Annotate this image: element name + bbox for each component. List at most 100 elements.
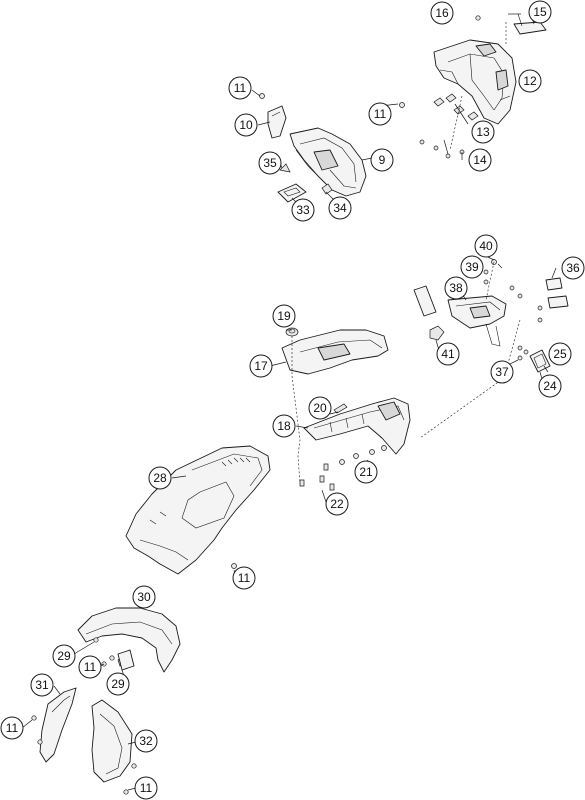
callout-11-d: 11 xyxy=(78,655,102,679)
callout-25: 25 xyxy=(548,342,572,366)
callout-39: 39 xyxy=(460,255,484,279)
grommets-13 xyxy=(433,93,479,121)
callout-34: 34 xyxy=(328,196,352,220)
callout-16: 16 xyxy=(430,1,454,25)
frame-part-9 xyxy=(289,127,367,197)
bracket-29b xyxy=(117,649,135,671)
svg-text:21: 21 xyxy=(359,465,373,479)
svg-text:37: 37 xyxy=(495,365,509,379)
svg-text:11: 11 xyxy=(238,571,251,585)
svg-text:22: 22 xyxy=(330,497,344,511)
svg-text:29: 29 xyxy=(111,677,125,691)
svg-text:11: 11 xyxy=(140,781,153,795)
callout-33: 33 xyxy=(291,198,315,222)
callout-18: 18 xyxy=(272,414,296,438)
rear-cowl-28 xyxy=(125,445,271,575)
mud-flap-32 xyxy=(91,699,133,783)
bushings-22 xyxy=(299,463,335,491)
svg-text:12: 12 xyxy=(523,74,537,88)
callout-13: 13 xyxy=(471,120,495,144)
bolts-11-panel xyxy=(31,715,43,745)
callout-36: 36 xyxy=(561,256,585,280)
svg-text:10: 10 xyxy=(239,118,253,132)
svg-text:38: 38 xyxy=(449,281,463,295)
svg-text:20: 20 xyxy=(313,401,327,415)
callout-11-c: 11 xyxy=(232,566,256,590)
reflector-plate-38b xyxy=(413,285,437,317)
callout-14: 14 xyxy=(468,148,492,172)
svg-text:35: 35 xyxy=(263,156,277,170)
bolt-16 xyxy=(475,15,481,21)
svg-text:13: 13 xyxy=(476,125,490,139)
callout-20: 20 xyxy=(308,396,332,420)
callout-30: 30 xyxy=(132,585,156,609)
bracket-15 xyxy=(513,11,547,35)
svg-text:19: 19 xyxy=(277,309,291,323)
svg-text:11: 11 xyxy=(234,81,247,95)
tail-bracket-18 xyxy=(303,397,411,455)
callout-10: 10 xyxy=(234,113,258,137)
rubber-buffer-19 xyxy=(285,327,299,337)
svg-text:40: 40 xyxy=(479,239,493,253)
svg-text:24: 24 xyxy=(543,379,557,393)
callout-31: 31 xyxy=(30,673,54,697)
plate-33 xyxy=(277,183,307,203)
callout-11-f: 11 xyxy=(134,776,158,800)
fender-30 xyxy=(77,607,181,673)
nuts-14 xyxy=(419,139,465,159)
callout-38: 38 xyxy=(444,276,468,300)
svg-text:33: 33 xyxy=(296,203,310,217)
bolt-11-left xyxy=(259,93,265,99)
bracket-10 xyxy=(267,105,287,139)
svg-text:28: 28 xyxy=(153,471,167,485)
svg-text:36: 36 xyxy=(566,261,580,275)
bolt-11-cowl xyxy=(231,563,237,569)
leader-lines xyxy=(21,103,557,791)
svg-text:9: 9 xyxy=(379,153,386,167)
callout-40: 40 xyxy=(474,234,498,258)
callout-17: 17 xyxy=(249,354,273,378)
callout-19: 19 xyxy=(272,304,296,328)
svg-text:18: 18 xyxy=(277,419,291,433)
callout-9: 9 xyxy=(370,148,394,172)
callout-35: 35 xyxy=(258,151,282,175)
svg-text:30: 30 xyxy=(137,590,151,604)
license-bracket-38 xyxy=(447,295,507,347)
callout-11-e: 11 xyxy=(0,716,24,740)
pads-36 xyxy=(545,277,569,309)
svg-text:25: 25 xyxy=(553,347,567,361)
callout-24: 24 xyxy=(538,374,562,398)
svg-text:39: 39 xyxy=(465,260,479,274)
callout-37: 37 xyxy=(490,360,514,384)
bolts-39 xyxy=(483,269,543,323)
svg-text:31: 31 xyxy=(35,678,49,692)
callout-11-b: 11 xyxy=(368,102,392,126)
callout-21: 21 xyxy=(354,460,378,484)
svg-text:11: 11 xyxy=(374,107,387,121)
callout-11-a: 11 xyxy=(228,76,252,100)
svg-text:15: 15 xyxy=(533,5,547,19)
seat-support-17 xyxy=(281,329,389,375)
callout-15: 15 xyxy=(528,0,552,24)
svg-text:14: 14 xyxy=(473,153,487,167)
clip-34 xyxy=(321,183,333,195)
svg-text:41: 41 xyxy=(441,347,455,361)
svg-text:29: 29 xyxy=(57,649,71,663)
bolt-11-upper xyxy=(399,102,405,108)
callout-32: 32 xyxy=(134,729,158,753)
clip-35 xyxy=(279,163,291,173)
svg-text:16: 16 xyxy=(435,6,449,20)
callout-22: 22 xyxy=(325,492,349,516)
callout-28: 28 xyxy=(148,466,172,490)
callout-41: 41 xyxy=(436,342,460,366)
svg-text:34: 34 xyxy=(333,201,347,215)
svg-text:17: 17 xyxy=(254,359,268,373)
callout-12: 12 xyxy=(518,69,542,93)
svg-text:11: 11 xyxy=(6,721,19,735)
callout-29-b: 29 xyxy=(106,672,130,696)
nuts-21 xyxy=(339,445,387,465)
reflector-25 xyxy=(529,349,551,373)
indicator-41 xyxy=(429,325,445,341)
side-panel-31 xyxy=(39,687,77,763)
